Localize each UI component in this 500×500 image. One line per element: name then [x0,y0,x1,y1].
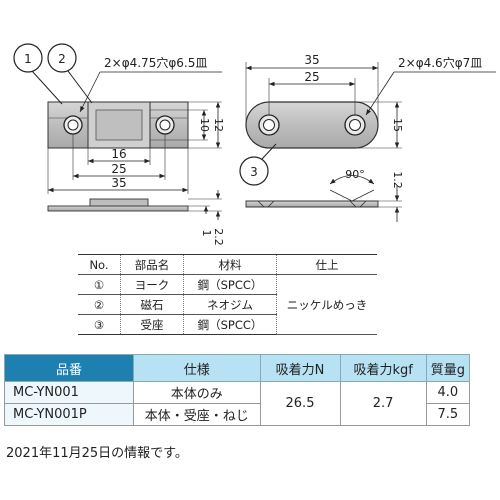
svg-text:1.2: 1.2 [391,171,404,189]
parts-no: ③ [78,314,121,335]
parts-name: 磁石 [120,294,184,315]
spec-force-n: 26.5 [259,381,341,426]
spec-row: MC-YN001 本体のみ 26.5 2.7 4.0 [3,381,471,426]
parts-row: ② 磁石 ネオジム [78,294,377,315]
parts-name: ヨーク [120,274,184,295]
parts-header-row: No. 部品名 材料 仕上 [78,254,377,275]
svg-text:25: 25 [304,70,319,84]
yoke-side-view: 1 2.2 [47,190,225,246]
parts-header-name: 部品名 [120,254,184,275]
svg-text:10: 10 [198,118,211,132]
parts-row: ③ 受座 鋼（SPCC） [78,314,377,335]
svg-text:12: 12 [212,118,225,132]
callout-1: 1 [13,43,63,105]
strike-plate-side-view: 90° 1.2 [245,168,404,222]
parts-material: 鋼（SPCC） [183,314,277,335]
svg-text:1: 1 [200,230,213,237]
svg-text:35: 35 [111,176,126,190]
parts-row: ① ヨーク 鋼（SPCC） ニッケルめっき [78,274,377,335]
spec-header-force-n: 吸着力N [259,354,341,382]
parts-finish: ニッケルめっき [276,274,377,335]
parts-table: No. 部品名 材料 仕上 ① ヨーク 鋼（SPCC） ニッケルめっき ② 磁石… [78,254,377,335]
spec-mass: 7.5 [425,403,471,426]
spec-force-kgf: 2.7 [339,381,427,426]
svg-text:2: 2 [58,52,66,66]
svg-text:1: 1 [24,52,32,66]
hole-note-left: 2×φ4.75穴φ6.5皿 [79,55,222,113]
spec-header-mass: 質量g [425,354,471,382]
spec-spec: 本体・受座・ねじ [133,403,261,426]
svg-text:2×φ4.6穴φ7皿: 2×φ4.6穴φ7皿 [398,55,482,70]
spec-header-force-kgf: 吸着力kgf [339,354,427,382]
spec-row: MC-YN001P 本体・受座・ねじ 7.5 [3,403,471,426]
strike-plate-top-view [245,101,379,149]
parts-material: ネオジム [183,294,277,315]
callout-3: 3 [239,143,277,186]
parts-material: 鋼（SPCC） [183,274,277,295]
parts-no: ② [78,294,121,315]
svg-text:2×φ4.75穴φ6.5皿: 2×φ4.75穴φ6.5皿 [104,55,207,70]
spec-header-spec: 仕様 [133,354,261,382]
technical-drawing: 1 2 2×φ4.75穴φ6.5皿 16 25 35 10 12 [13,43,496,246]
parts-header-no: No. [78,254,121,275]
callout-2: 2 [47,43,93,104]
yoke-width-dims: 16 25 35 [47,134,189,194]
svg-text:90°: 90° [345,168,365,181]
spec-part-number: MC-YN001P [3,403,135,426]
svg-text:3: 3 [250,165,258,179]
svg-text:15: 15 [391,118,404,132]
spec-header-row: 品番 仕様 吸着力N 吸着力kgf 質量g [3,354,471,382]
spec-part-number: MC-YN001 [3,381,135,404]
parts-name: 受座 [120,314,184,335]
parts-header-material: 材料 [183,254,277,275]
parts-header-finish: 仕上 [276,254,377,275]
parts-no: ① [78,274,121,295]
spec-spec: 本体のみ [133,381,261,404]
spec-table: 品番 仕様 吸着力N 吸着力kgf 質量g MC-YN001 本体のみ 26.5… [3,354,471,426]
yoke-height-dims: 10 12 [150,101,225,149]
hole-note-right: 2×φ4.6穴φ7皿 [365,55,496,116]
svg-text:25: 25 [111,162,126,176]
info-date-note: 2021年11月25日の情報です。 [6,446,188,461]
svg-text:16: 16 [111,147,126,161]
plate-width-dims: 35 25 [245,53,379,124]
svg-text:2.2: 2.2 [212,228,225,246]
spec-header-part: 品番 [3,354,135,382]
yoke-top-view [47,101,189,149]
plate-height-dims: 15 [355,101,404,149]
svg-text:35: 35 [304,53,319,67]
spec-mass: 4.0 [425,381,471,404]
